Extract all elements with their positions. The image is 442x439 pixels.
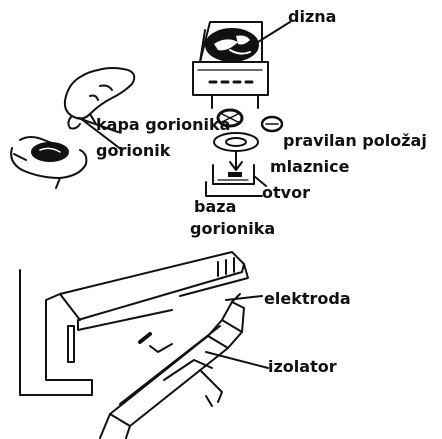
label-opening: otvor xyxy=(262,183,310,202)
electrode-assembly-illustration xyxy=(19,251,249,439)
label-burner-base-line2: gorionika xyxy=(190,219,276,238)
hands-illustration xyxy=(10,67,136,189)
insulator-pointer-line xyxy=(205,351,269,369)
label-correct-position: pravilan položaj xyxy=(283,131,427,150)
label-burner: gorionik xyxy=(96,141,171,160)
label-burner-cap: kapa gorionika xyxy=(96,115,231,134)
label-nozzle: dizna xyxy=(288,7,337,26)
label-nozzle-part: mlaznice xyxy=(270,157,350,176)
burner-parts-illustration xyxy=(205,108,284,197)
label-insulator: izolator xyxy=(268,357,337,376)
label-burner-base-line1: baza xyxy=(194,197,237,216)
stove-illustration xyxy=(192,21,269,109)
nozzle-pointer-line xyxy=(257,21,291,43)
electrode-pointer-line xyxy=(225,295,263,301)
label-electrode: elektroda xyxy=(264,289,351,308)
